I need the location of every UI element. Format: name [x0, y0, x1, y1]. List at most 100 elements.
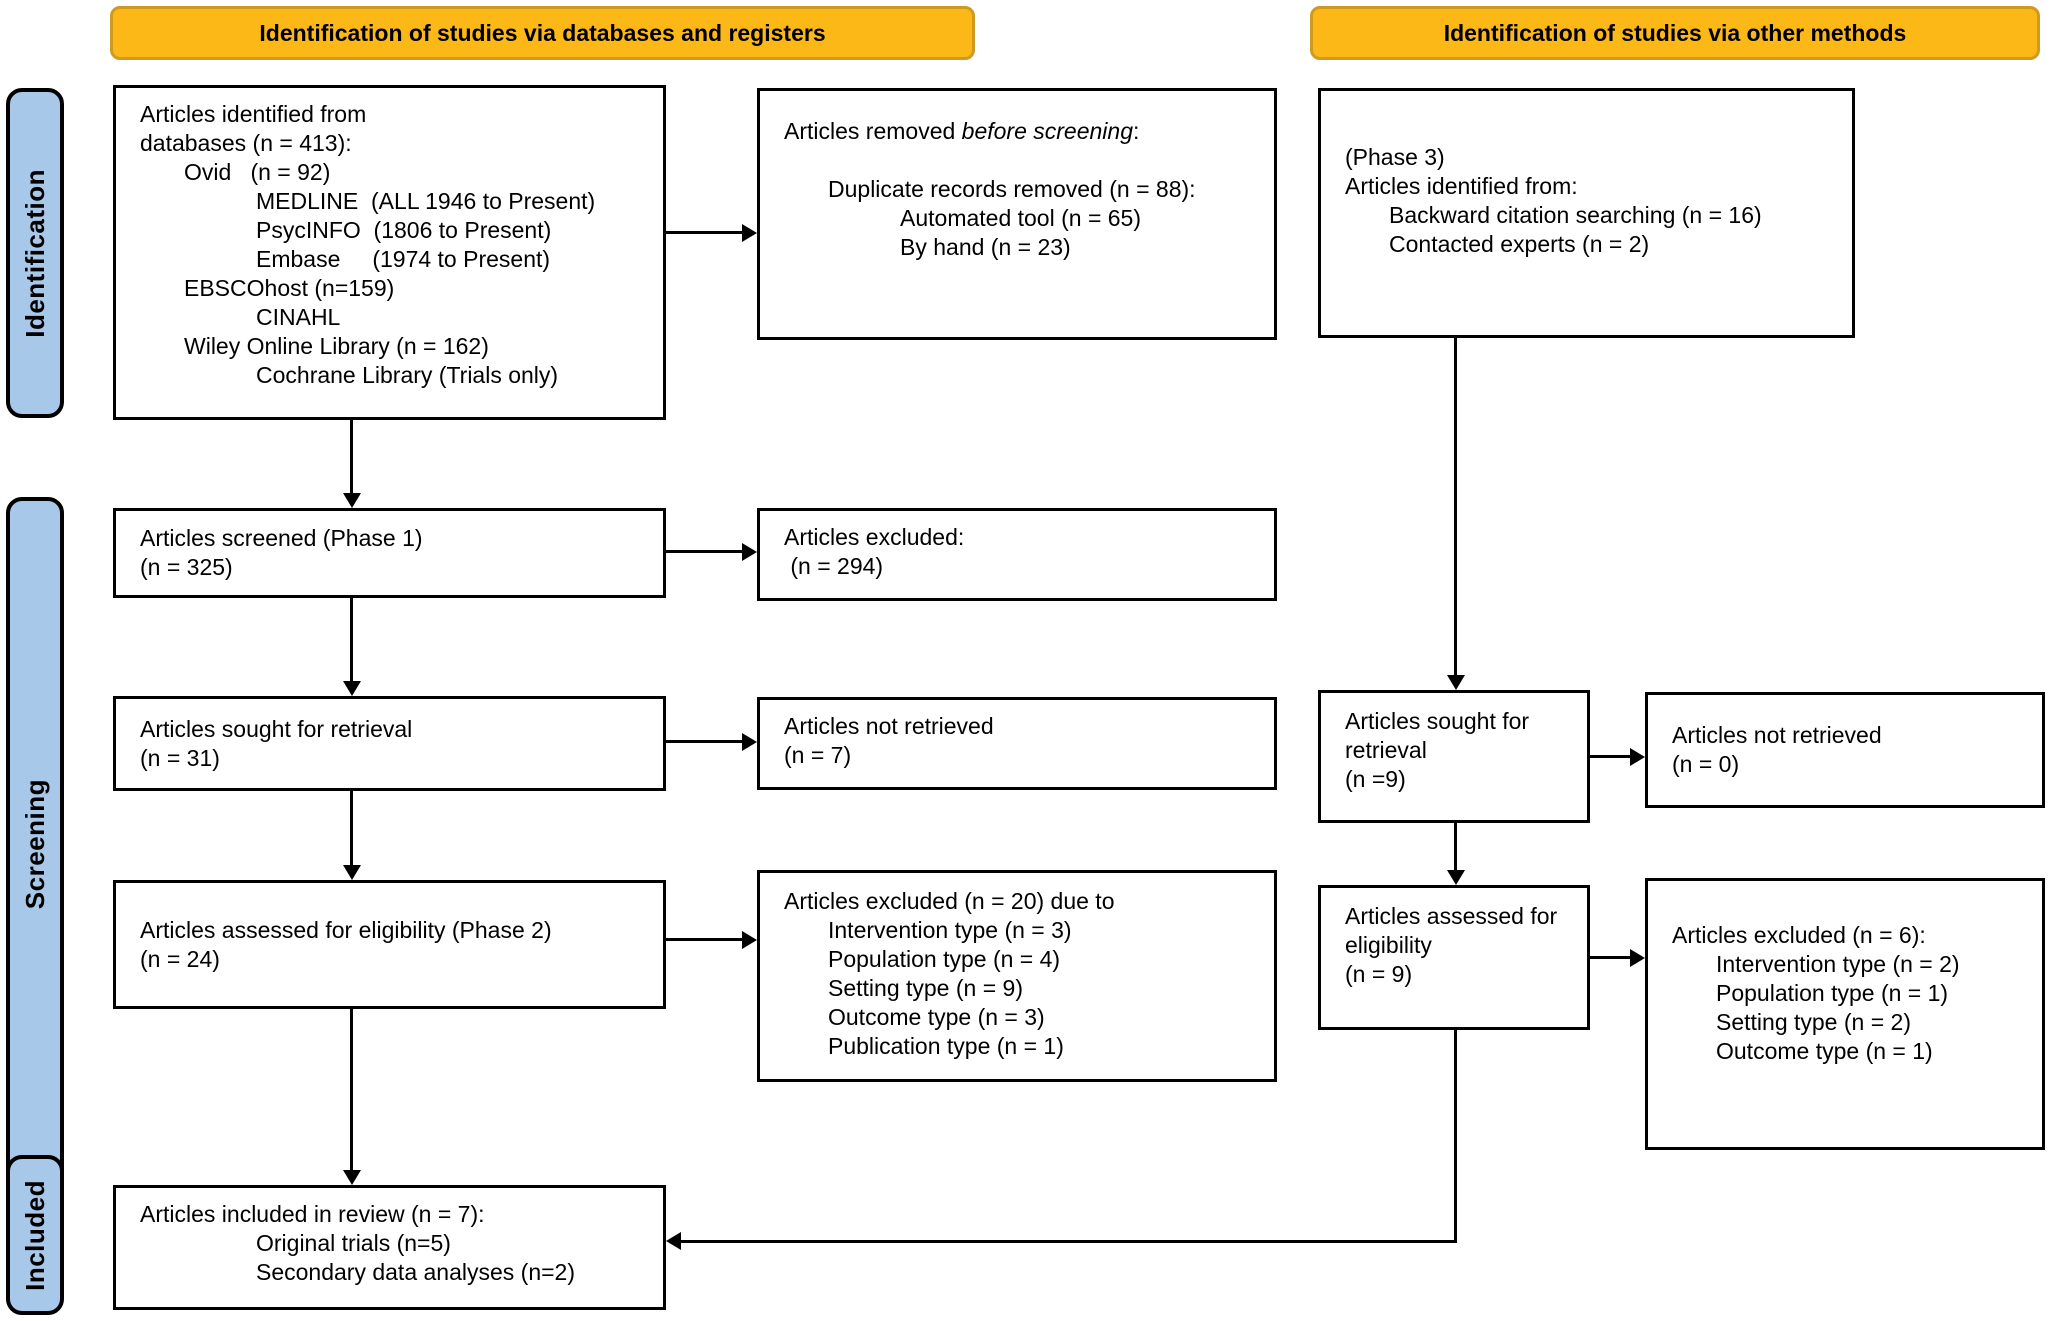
- text-segment: :: [1133, 118, 1140, 144]
- text-line: Publication type (n = 1): [828, 1033, 1064, 1059]
- arrow-line: [350, 1009, 353, 1172]
- text-line: Articles sought for retrieval: [140, 715, 413, 742]
- text-line: Articles identified from: [140, 101, 367, 127]
- banner-other-methods: Identification of studies via other meth…: [1310, 6, 2040, 60]
- stage-identification-label: Identification: [19, 168, 50, 338]
- arrowhead-left-icon: [666, 1232, 681, 1250]
- text-line: retrieval: [1345, 737, 1427, 763]
- text-line: (n = 9): [1345, 961, 1413, 987]
- text-line: Cochrane Library (Trials only): [256, 362, 559, 388]
- text-line: Ovid (n = 92): [184, 159, 331, 185]
- arrow-line: [1454, 338, 1457, 677]
- text-line: Articles excluded:: [784, 524, 965, 550]
- arrowhead-right-icon: [1630, 949, 1645, 967]
- arrowhead-right-icon: [742, 224, 757, 242]
- box-articles-identified-databases: Articles identified from databases (n = …: [113, 85, 666, 420]
- text-line: Articles not retrieved: [1672, 722, 1882, 748]
- arrowhead-right-icon: [742, 543, 757, 561]
- text-line: (n = 0): [1672, 751, 1740, 777]
- text-line: CINAHL: [256, 304, 341, 330]
- text-line: Intervention type (n = 2): [1716, 951, 1960, 977]
- arrow-line: [1590, 956, 1632, 959]
- arrowhead-right-icon: [742, 733, 757, 751]
- arrowhead-down-icon: [343, 1170, 361, 1185]
- box-articles-not-retrieved-other: Articles not retrieved (n = 0): [1645, 692, 2045, 808]
- text-line: (n =9): [1345, 766, 1406, 792]
- arrowhead-down-icon: [343, 681, 361, 696]
- text-line: Articles included in review (n = 7):: [140, 1201, 485, 1227]
- arrow-line: [350, 791, 353, 867]
- box-articles-sought-retrieval: Articles sought for retrieval (n = 31): [113, 696, 666, 791]
- text-line: Setting type (n = 9): [828, 975, 1023, 1001]
- text-line: Embase (1974 to Present): [256, 246, 551, 272]
- box-articles-assessed-eligibility-other: Articles assessed for eligibility (n = 9…: [1318, 885, 1590, 1030]
- box-articles-excluded-eligibility: Articles excluded (n = 20) due to Interv…: [757, 870, 1277, 1082]
- text-line: (Phase 3): [1345, 144, 1445, 170]
- text-line: MEDLINE (ALL 1946 to Present): [256, 188, 596, 214]
- banner-databases-registers: Identification of studies via databases …: [110, 6, 975, 60]
- text-line: Articles removed before screening:: [784, 117, 1266, 146]
- text-line: Intervention type (n = 3): [828, 917, 1072, 943]
- text-line: Setting type (n = 2): [1716, 1009, 1911, 1035]
- text-line: By hand (n = 23): [900, 234, 1071, 260]
- text-line: Articles excluded (n = 20) due to: [784, 888, 1115, 914]
- text-line: (n = 31): [140, 744, 220, 771]
- text-segment-italic: before screening: [961, 118, 1134, 144]
- text-line: Articles assessed for: [1345, 903, 1558, 929]
- stage-included-label: Included: [19, 1179, 50, 1291]
- box-articles-included: Articles included in review (n = 7): Ori…: [113, 1185, 666, 1310]
- arrow-line: [1454, 1030, 1457, 1243]
- text-line: Outcome type (n = 1): [1716, 1038, 1933, 1064]
- arrow-line: [666, 938, 744, 941]
- box-phase3-identified: (Phase 3) Articles identified from: Back…: [1318, 88, 1855, 338]
- text-segment: Articles removed: [784, 118, 962, 144]
- box-articles-assessed-eligibility: Articles assessed for eligibility (Phase…: [113, 880, 666, 1009]
- text-line: PsycINFO (1806 to Present): [256, 217, 552, 243]
- text-line: Articles excluded (n = 6):: [1672, 922, 1926, 948]
- stage-identification: Identification: [6, 88, 64, 418]
- arrowhead-down-icon: [343, 865, 361, 880]
- box-articles-removed-before-screening: Articles removed before screening: Dupli…: [757, 88, 1277, 340]
- arrow-line: [350, 598, 353, 683]
- arrow-line: [1454, 823, 1457, 872]
- text-line: Articles identified from:: [1345, 173, 1578, 199]
- box-articles-excluded-screening: Articles excluded: (n = 294): [757, 508, 1277, 601]
- text-line: Population type (n = 4): [828, 946, 1061, 972]
- text-line: Outcome type (n = 3): [828, 1004, 1045, 1030]
- text-line: Wiley Online Library (n = 162): [184, 333, 489, 359]
- text-line: (n = 7): [784, 742, 852, 768]
- arrowhead-down-icon: [1447, 870, 1465, 885]
- arrowhead-down-icon: [1447, 675, 1465, 690]
- text-line: (n = 24): [140, 945, 220, 972]
- arrow-line: [1590, 755, 1632, 758]
- text-line: eligibility: [1345, 932, 1432, 958]
- text-line: EBSCOhost (n=159): [184, 275, 395, 301]
- text-line: Secondary data analyses (n=2): [256, 1259, 576, 1285]
- arrow-line: [679, 1240, 1457, 1243]
- text-line: Duplicate records removed (n = 88):: [828, 176, 1196, 202]
- arrow-line: [666, 231, 744, 234]
- arrowhead-down-icon: [343, 493, 361, 508]
- stage-included: Included: [6, 1155, 64, 1315]
- arrow-line: [666, 740, 744, 743]
- box-articles-sought-retrieval-other: Articles sought for retrieval (n =9): [1318, 690, 1590, 823]
- text-line: Original trials (n=5): [256, 1230, 451, 1256]
- text-line: Articles not retrieved: [784, 713, 994, 739]
- text-line: Automated tool (n = 65): [900, 205, 1142, 231]
- arrow-line: [666, 550, 744, 553]
- stage-screening: Screening: [6, 497, 64, 1192]
- text-line: (n = 325): [140, 554, 233, 580]
- text-line: Articles assessed for eligibility (Phase…: [140, 916, 552, 943]
- stage-screening-label: Screening: [19, 779, 50, 910]
- arrowhead-right-icon: [742, 931, 757, 949]
- text-line: Population type (n = 1): [1716, 980, 1949, 1006]
- arrow-line: [350, 420, 353, 495]
- text-line: Articles screened (Phase 1): [140, 525, 423, 551]
- box-articles-screened: Articles screened (Phase 1) (n = 325): [113, 508, 666, 598]
- text-line: Backward citation searching (n = 16): [1389, 202, 1762, 228]
- box-articles-not-retrieved: Articles not retrieved (n = 7): [757, 697, 1277, 790]
- text-line: databases (n = 413):: [140, 130, 352, 156]
- text-line: Contacted experts (n = 2): [1389, 231, 1650, 257]
- box-articles-excluded-eligibility-other: Articles excluded (n = 6): Intervention …: [1645, 878, 2045, 1150]
- text-line: (n = 294): [784, 553, 884, 579]
